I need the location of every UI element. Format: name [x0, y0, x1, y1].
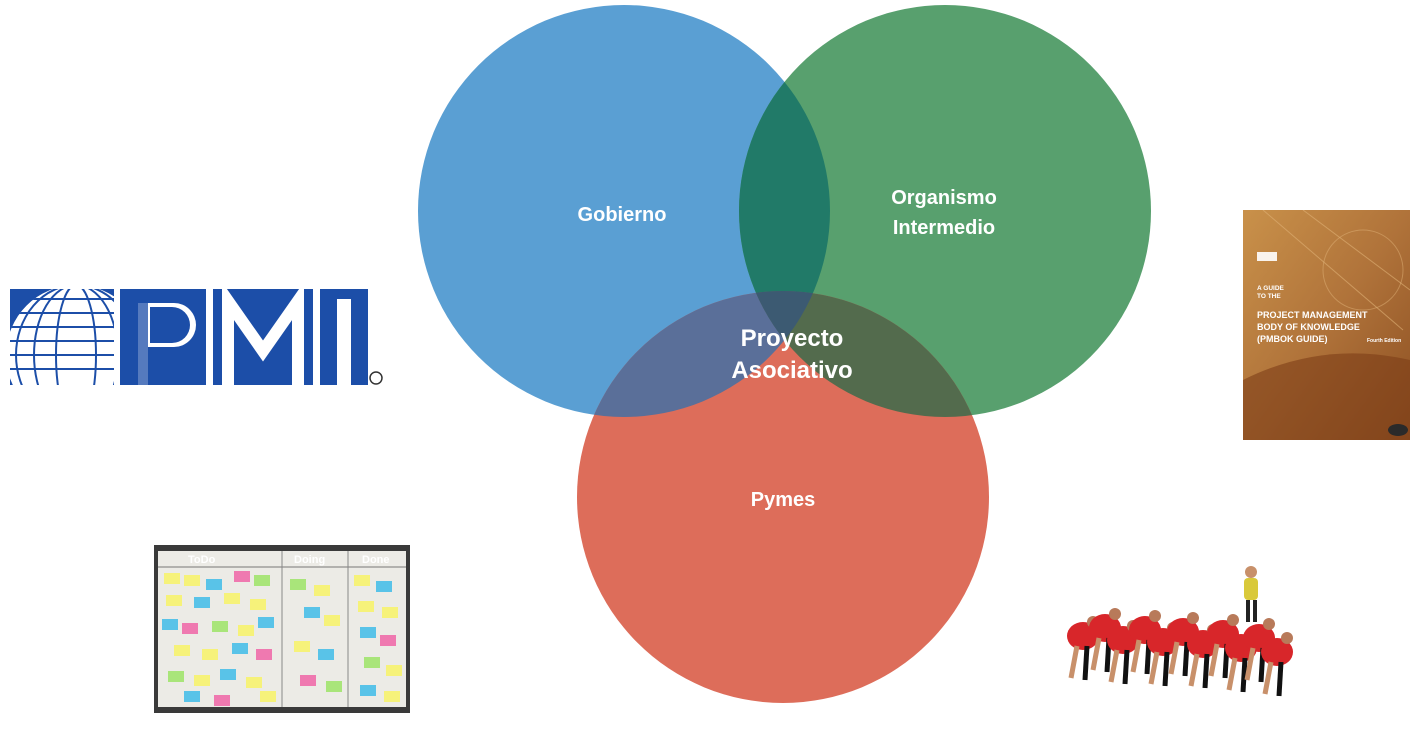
rugby-player-leg: [1082, 645, 1090, 681]
label-center-line2: Asociativo: [731, 357, 852, 384]
sticky-note: [194, 597, 210, 608]
sticky-note: [166, 595, 182, 606]
sticky-note: [184, 575, 200, 586]
sticky-note: [380, 635, 396, 646]
label-organismo-line2: Intermedio: [893, 217, 995, 239]
sticky-note: [384, 691, 400, 702]
label-gobierno: Gobierno: [578, 204, 667, 226]
rugby-player-leg: [1208, 643, 1220, 677]
rugby-player-leg: [1262, 661, 1274, 695]
rugby-player-leg: [1068, 645, 1080, 679]
kanban-board-photo: ToDo Doing Done: [154, 545, 410, 713]
sticky-note: [314, 585, 330, 596]
sticky-note: [246, 677, 262, 688]
sticky-note: [358, 601, 374, 612]
sticky-note: [256, 649, 272, 660]
sticky-note: [212, 621, 228, 632]
kanban-header-done: Done: [362, 554, 390, 566]
kanban-header-todo: ToDo: [188, 554, 216, 566]
kanban-header-doing: Doing: [294, 554, 325, 566]
sticky-note: [182, 623, 198, 634]
rugby-player-head: [1227, 614, 1239, 626]
rugby-player-leg: [1090, 637, 1102, 671]
rugby-scrum-photo: [1063, 558, 1311, 730]
label-organismo-line1: Organismo: [891, 187, 997, 209]
pmbok-text-line1: A GUIDE: [1257, 285, 1285, 292]
sticky-note: [360, 627, 376, 638]
rugby-player-leg: [1226, 657, 1238, 691]
sticky-note: [326, 681, 342, 692]
venn-overlap-organismo-pymes: [739, 291, 989, 417]
sticky-note: [174, 645, 190, 656]
sticky-note: [318, 649, 334, 660]
label-pymes: Pymes: [751, 489, 816, 511]
sticky-note: [162, 619, 178, 630]
sticky-note: [214, 695, 230, 706]
sticky-note: [324, 615, 340, 626]
sticky-note: [386, 665, 402, 676]
sticky-note: [168, 671, 184, 682]
rugby-player-leg: [1276, 661, 1284, 697]
pmbok-edition: Fourth Edition: [1367, 338, 1401, 344]
rugby-player-head: [1109, 608, 1121, 620]
rugby-player-leg: [1168, 641, 1180, 675]
rugby-player-leg: [1108, 649, 1120, 683]
pmbok-book-icon: A GUIDE TO THE PROJECT MANAGEMENT BODY O…: [1243, 210, 1410, 440]
sticky-note: [206, 579, 222, 590]
sticky-note: [304, 607, 320, 618]
sticky-note: [382, 607, 398, 618]
rugby-player-leg: [1202, 653, 1210, 689]
sticky-note: [238, 625, 254, 636]
rugby-player-leg: [1182, 641, 1190, 677]
rugby-player-head: [1149, 610, 1161, 622]
sticky-note: [202, 649, 218, 660]
rugby-player-leg: [1148, 651, 1160, 685]
sticky-note: [234, 571, 250, 582]
sticky-note: [220, 669, 236, 680]
rugby-player-leg: [1240, 657, 1248, 693]
sticky-note: [184, 691, 200, 702]
rugby-player-leg: [1122, 649, 1130, 685]
pmbok-text-line4: BODY OF KNOWLEDGE: [1257, 322, 1360, 332]
rugby-player-leg: [1188, 653, 1200, 687]
sticky-note: [254, 575, 270, 586]
sticky-note: [258, 617, 274, 628]
sticky-note: [364, 657, 380, 668]
rugby-player-head: [1281, 632, 1293, 644]
sticky-note: [224, 593, 240, 604]
rugby-player-head: [1263, 618, 1275, 630]
sticky-note: [250, 599, 266, 610]
sticky-note: [232, 643, 248, 654]
rugby-player: [1261, 638, 1293, 666]
pmbok-text-line2: TO THE: [1257, 293, 1281, 300]
rugby-player-leg: [1130, 639, 1142, 673]
label-center-line1: Proyecto: [741, 325, 844, 352]
sticky-note: [354, 575, 370, 586]
rugby-player-leg: [1162, 651, 1170, 687]
sticky-note: [260, 691, 276, 702]
venn-overlap-gobierno-pymes: [577, 291, 830, 417]
rugby-player-head: [1187, 612, 1199, 624]
sticky-note: [194, 675, 210, 686]
sticky-note: [376, 581, 392, 592]
rugby-player-leg: [1244, 647, 1256, 681]
sticky-note: [290, 579, 306, 590]
sticky-note: [164, 573, 180, 584]
sticky-note: [294, 641, 310, 652]
pmbok-text-line3: PROJECT MANAGEMENT: [1257, 310, 1368, 320]
sticky-note: [360, 685, 376, 696]
sticky-note: [300, 675, 316, 686]
pmbok-text-line5: (PMBOK GUIDE): [1257, 334, 1328, 344]
pmi-logo-icon: R: [10, 281, 385, 385]
svg-text:R: R: [373, 374, 380, 384]
